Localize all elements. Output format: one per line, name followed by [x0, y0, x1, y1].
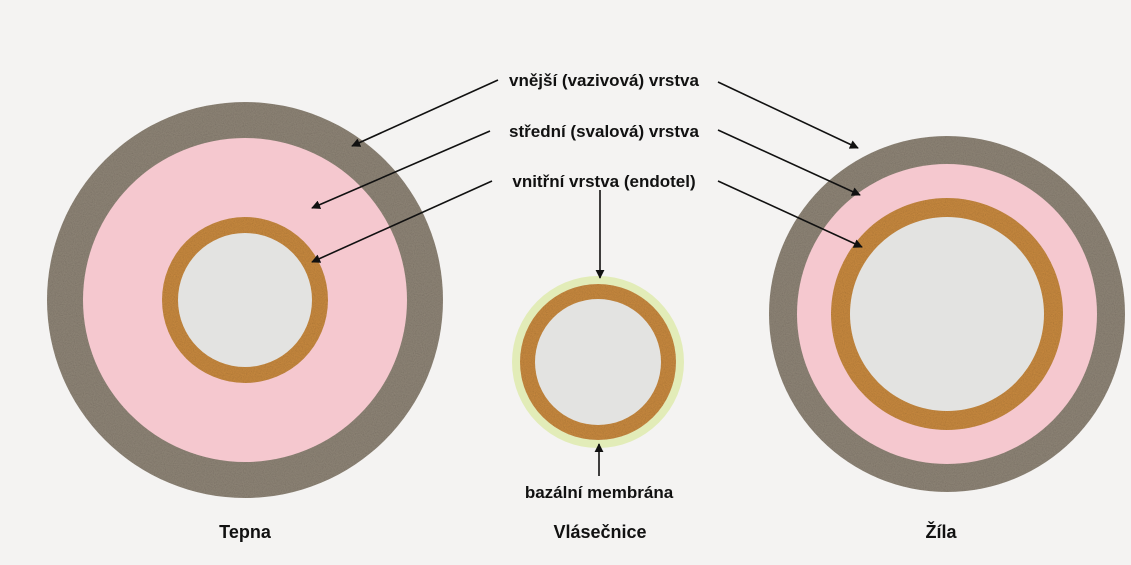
vein-lumen [850, 217, 1044, 411]
artery [47, 102, 443, 498]
artery-lumen [178, 233, 312, 367]
label-inner-layer: vnitřní vrstva (endotel) [512, 172, 695, 191]
label-basement-membrane: bazální membrána [525, 483, 674, 502]
capillary [512, 276, 684, 448]
caption-artery: Tepna [219, 522, 272, 542]
capillary-lumen [535, 299, 661, 425]
caption-capillary: Vlásečnice [553, 522, 646, 542]
label-middle-layer: střední (svalová) vrstva [509, 122, 699, 141]
label-outer-layer: vnější (vazivová) vrstva [509, 71, 699, 90]
caption-vein: Žíla [925, 521, 957, 542]
vein [769, 136, 1125, 492]
